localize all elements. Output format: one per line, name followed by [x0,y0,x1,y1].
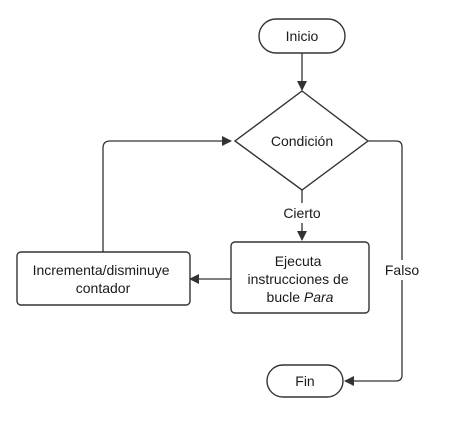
end-node-shape [266,364,344,398]
execute-node-label: Ejecuta instrucciones de bucle Para [247,253,352,305]
update-node-label: Incrementa/disminuye contador [33,262,174,296]
execute-node-line-3-emphasis: Para [304,289,334,305]
edge-update-to-condition [102,136,232,252]
update-node-line-1: Incrementa/disminuye [33,262,170,278]
edge-labels: Cierto Falso [278,203,423,280]
condition-node-shape [233,90,370,191]
edges [102,53,403,386]
execute-node-line-3: bucle Para [267,289,334,305]
nodes: Inicio Condición Ejecuta instrucciones d… [16,18,370,398]
execute-node-line-2: instrucciones de [247,271,348,287]
end-node-label: Fin [295,373,314,389]
update-node-shape [16,251,191,306]
edge-label-false: Falso [385,262,419,278]
execute-node: Ejecuta instrucciones de bucle Para [230,241,370,314]
execute-node-line-3-prefix: bucle [267,289,304,305]
update-node: Incrementa/disminuye contador [16,251,191,306]
start-node-shape [258,18,346,54]
start-node: Inicio [258,18,346,54]
update-node-line-2: contador [76,280,131,296]
condition-node-label: Condición [271,133,333,149]
execute-node-shape [230,241,370,314]
end-node: Fin [266,364,344,398]
edge-label-true: Cierto [283,205,321,221]
start-node-label: Inicio [286,28,319,44]
condition-node: Condición [233,90,370,191]
execute-node-line-1: Ejecuta [275,253,322,269]
